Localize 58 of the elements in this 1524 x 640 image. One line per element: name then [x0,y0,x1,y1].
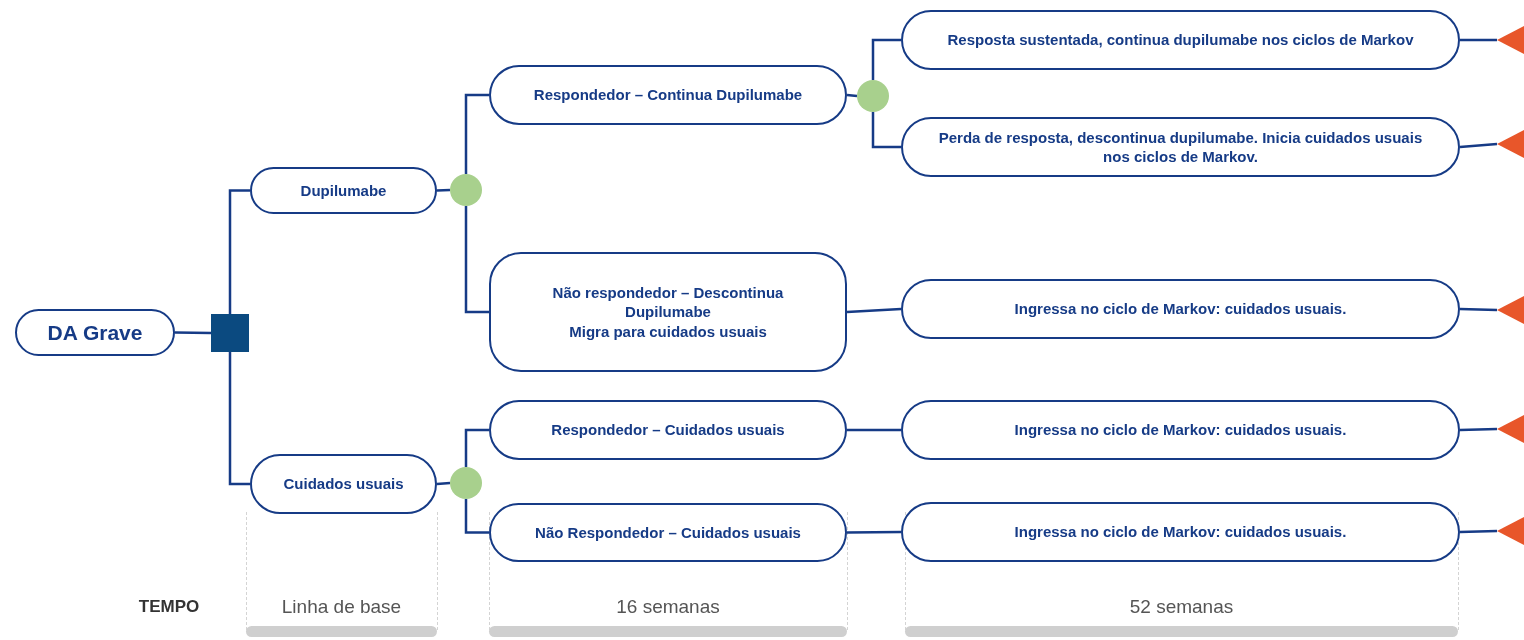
chance-node [450,174,482,206]
node-text: Ingressa no ciclo de Markov: cuidados usuais. [1014,522,1347,542]
connector-line [871,38,901,80]
outcome-pill [250,167,437,214]
connector-line [846,307,902,314]
node-text: DA Grave [47,319,143,346]
connector-line [847,428,901,432]
connector-line [436,481,451,486]
connector-line [436,188,451,192]
connector-line [1459,307,1498,312]
connector-line [1459,142,1498,149]
period-label: 16 semanas [615,595,721,619]
node-text: Ingressa no ciclo de Markov: cuidados usuais. [1014,420,1347,440]
outcome-pill [489,503,847,562]
connector-line [1459,529,1498,534]
period-label: Linha de base [280,595,403,619]
connector-line [228,352,250,486]
node-text: Cuidados usuais [283,474,404,494]
decision-node [211,314,249,352]
outcome-pill [901,117,1460,177]
outcome-pill [489,252,847,372]
terminal-node [1497,26,1524,54]
connector-line [1459,427,1498,432]
time-axis-title: TEMPO [137,596,201,618]
node-text: Respondedor – Continua Dupilumabe [533,85,803,105]
node-text: Não Respondedor – Cuidados usuais [535,522,801,543]
terminal-node [1497,130,1524,158]
node-text: Resposta sustentada, continua dupilumabe nos ciclos de Markov [947,30,1414,50]
connector-line [1460,38,1497,42]
node-text: Perda de resposta, descontinua dupilumabe. Inicia cuidados usuais nos ciclos de Markov. [937,127,1424,167]
outcome-pill [901,279,1460,339]
outcome-pill [901,10,1460,70]
node-text: Respondedor – Cuidados usuais [551,420,785,440]
outcome-pill [15,309,175,356]
outcome-pill [489,65,847,125]
node-text: Não respondedor – Descontinua Dupilumabe [551,282,785,322]
node-text: Dupilumabe [300,180,387,201]
outcome-pill [901,502,1460,562]
outcome-pill [489,400,847,460]
outcome-pill [250,454,437,514]
connector-line [228,189,250,314]
terminal-node [1497,415,1524,443]
terminal-node [1497,517,1524,545]
outcome-pill [901,400,1460,460]
connector-line [846,93,858,98]
connector-line [464,499,489,534]
connector-line [847,530,901,534]
node-text: Migra para cuidados usuais [569,321,767,342]
connector-line [464,93,489,174]
node-text: Ingressa no ciclo de Markov: cuidados usuais. [1014,299,1347,319]
chance-node [450,467,482,499]
terminal-node [1497,296,1524,324]
connector-line [175,331,211,335]
connector-line [464,428,489,467]
period-label: 52 semanas [1128,595,1235,619]
connector-line [464,206,489,314]
connector-line [871,112,901,149]
chance-node [857,80,889,112]
